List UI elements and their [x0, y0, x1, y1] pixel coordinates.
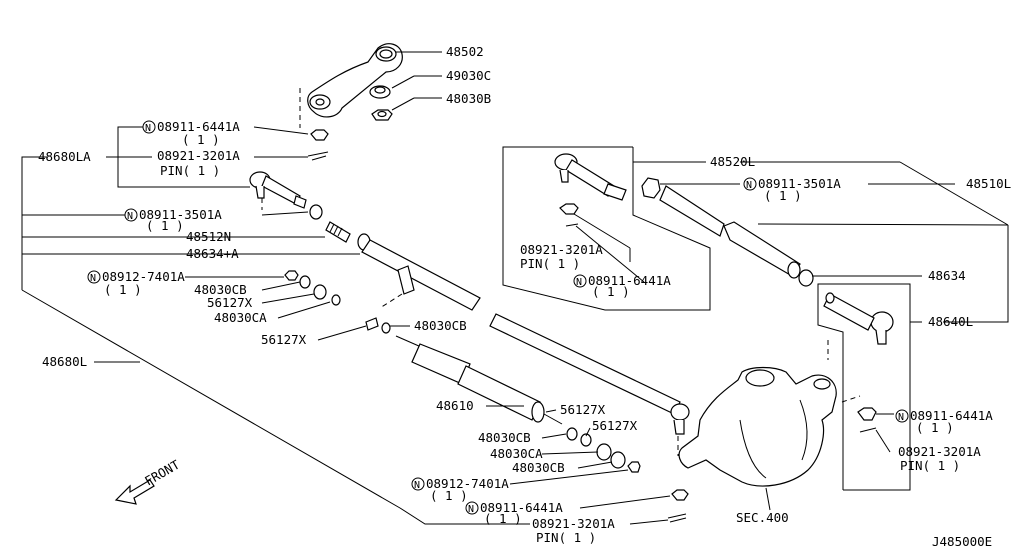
- tie-rod-end-upper-left: [249, 171, 307, 209]
- callout-labels: 48502 49030C 48030B N 08911-6441A ( 1 ) …: [38, 44, 1011, 549]
- svg-text:08911-3501A: 08911-3501A: [758, 176, 841, 191]
- circled-n-icon: N: [127, 211, 133, 222]
- svg-text:( 1 ): ( 1 ): [182, 132, 220, 147]
- label-pin-right: PIN( 1 ): [900, 458, 960, 473]
- circled-n-icon: N: [468, 504, 474, 515]
- circled-n-icon: N: [746, 180, 752, 191]
- svg-text:( 1 ): ( 1 ): [764, 188, 802, 203]
- circled-n-icon: N: [576, 277, 582, 288]
- label-08921-3201A-top: 08921-3201A: [157, 148, 240, 163]
- label-front: FRONT: [142, 457, 182, 489]
- pitman-arm-48502: [307, 43, 403, 118]
- circled-n-icon: N: [90, 273, 96, 284]
- label-56127X-c: 56127X: [560, 402, 606, 417]
- nut-top-icon: [310, 129, 329, 141]
- drawing-number: J485000E: [932, 534, 992, 549]
- label-08921-3201A-bottom: 08921-3201A: [532, 516, 615, 531]
- label-sec400: SEC.400: [736, 510, 789, 525]
- label-48680L: 48680L: [42, 354, 87, 369]
- svg-text:08911-6441A: 08911-6441A: [157, 119, 240, 134]
- label-08911-6441A-right: N 08911-6441A ( 1 ): [895, 408, 993, 435]
- label-48030CB-c: 48030CB: [478, 430, 531, 445]
- label-48030CA-b: 48030CA: [490, 446, 543, 461]
- label-48030CB-d: 48030CB: [512, 460, 565, 475]
- label-08911-6441A-top: N 08911-6441A ( 1 ): [142, 119, 240, 147]
- svg-text:08912-7401A: 08912-7401A: [426, 476, 509, 491]
- label-48610: 48610: [436, 398, 474, 413]
- label-48510L: 48510L: [966, 176, 1011, 191]
- label-08912-7401A-bottom: N 08912-7401A ( 1 ): [411, 476, 509, 503]
- label-pin-bottom: PIN( 1 ): [536, 530, 596, 545]
- svg-text:( 1 ): ( 1 ): [484, 511, 522, 526]
- label-48030B: 48030B: [446, 91, 491, 106]
- svg-text:( 1 ): ( 1 ): [146, 218, 184, 233]
- svg-text:08911-6441A: 08911-6441A: [910, 408, 993, 423]
- label-48520L: 48520L: [710, 154, 755, 169]
- front-arrow-icon: [114, 479, 155, 505]
- label-56127X-b: 56127X: [261, 332, 307, 347]
- leader-lines: [94, 51, 1009, 525]
- label-08911-3501A-right: N 08911-3501A ( 1 ): [743, 176, 841, 203]
- label-08911-3501A-left: N 08911-3501A ( 1 ): [124, 207, 222, 233]
- label-48634+A: 48634+A: [186, 246, 239, 261]
- circled-n-icon: N: [898, 412, 904, 423]
- label-08911-6441A-bottom: N 08911-6441A ( 1 ): [465, 500, 563, 526]
- circled-n-icon: N: [145, 123, 151, 134]
- svg-text:( 1 ): ( 1 ): [916, 420, 954, 435]
- circled-n-icon: N: [414, 480, 420, 491]
- svg-text:( 1 ): ( 1 ): [592, 284, 630, 299]
- tie-rod-end-48640L: [823, 292, 894, 345]
- label-48634: 48634: [928, 268, 966, 283]
- label-pin-top: PIN( 1 ): [160, 163, 220, 178]
- label-48030CB-a: 48030CB: [194, 282, 247, 297]
- label-08921-3201A-right: 08921-3201A: [898, 444, 981, 459]
- label-pin-box: PIN( 1 ): [520, 256, 580, 271]
- washers-right-of-arm: [369, 85, 393, 121]
- parts-artwork: [114, 43, 894, 523]
- group-brackets: [21, 126, 1009, 525]
- knuckle-sec400: [678, 366, 837, 487]
- label-08911-6441A-box: N 08911-6441A ( 1 ): [573, 273, 671, 299]
- svg-text:( 1 ): ( 1 ): [430, 488, 468, 503]
- label-56127X-a: 56127X: [207, 295, 253, 310]
- label-49030C: 49030C: [446, 68, 491, 83]
- label-48680LA: 48680LA: [38, 149, 91, 164]
- tie-rod-end-lower-center: [670, 403, 690, 435]
- svg-text:( 1 ): ( 1 ): [104, 282, 142, 297]
- label-08921-3201A-box: 08921-3201A: [520, 242, 603, 257]
- damper-48610: [395, 335, 563, 425]
- svg-text:08912-7401A: 08912-7401A: [102, 269, 185, 284]
- svg-text:08911-6441A: 08911-6441A: [588, 273, 671, 288]
- tie-rod-end-box-48520L: [554, 153, 627, 201]
- label-08912-7401A-left: N 08912-7401A ( 1 ): [87, 269, 185, 297]
- label-48640L: 48640L: [928, 314, 973, 329]
- label-48512N: 48512N: [186, 229, 231, 244]
- label-48030CB-b: 48030CB: [414, 318, 467, 333]
- svg-text:08911-6441A: 08911-6441A: [480, 500, 563, 515]
- label-48502: 48502: [446, 44, 484, 59]
- label-48030CA-a: 48030CA: [214, 310, 267, 325]
- svg-text:08911-3501A: 08911-3501A: [139, 207, 222, 222]
- label-56127X-d: 56127X: [592, 418, 638, 433]
